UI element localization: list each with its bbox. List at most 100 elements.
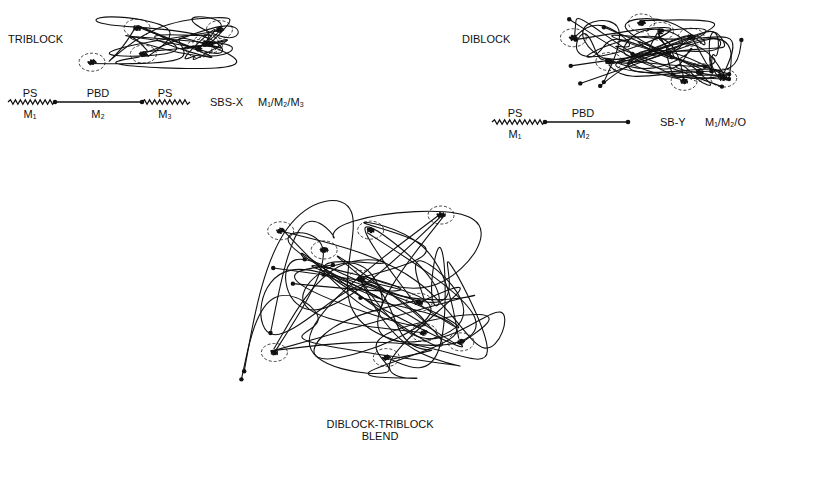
ps-segment [658,30,663,34]
ps-block [8,100,55,104]
ps-segment [606,59,611,65]
ps-segment [606,60,612,64]
ps-segment [420,331,428,335]
chain-end [598,84,602,88]
triblock-network [79,17,238,71]
ps-segment [276,229,284,232]
pbd-chain [88,38,236,68]
ps-domain [268,222,294,240]
ps-domain [671,72,697,90]
sample-code: SBS-X [210,96,243,108]
ps-segment [417,300,421,305]
chain-end [569,64,573,68]
chain-end [268,331,272,335]
ps-segment [88,60,97,64]
ps-segment [681,79,688,83]
ps-domain [711,69,737,87]
ps-segment [416,300,421,306]
ps-segment [658,29,664,33]
chain-end [291,281,295,285]
ps-segment [382,356,390,360]
ps-domain [428,206,454,224]
ps-segment [688,35,694,40]
block-mass: M₃ [158,108,172,120]
chain-end [630,52,634,56]
pbd-chain [281,228,424,333]
chain-end [331,263,335,267]
ps-segment [457,340,464,344]
ps-segment [216,28,224,32]
ps-segment [437,213,445,216]
ps-domain [629,14,655,32]
ps-segment [369,228,373,233]
ps-segment [357,278,365,281]
ps-domain [197,35,223,53]
ps-segment [277,229,284,233]
chain-end [271,266,275,270]
sample-masses: M₁/M₂/M₃ [258,96,304,108]
ps-segment [457,340,465,344]
chain-end [358,296,362,300]
ps-segment [682,78,687,84]
chain-schematic [8,100,630,125]
ps-segment [606,59,612,64]
ps-domain [348,270,374,288]
ps-segment [134,26,140,31]
block-name: PS [23,87,38,99]
ps-segment [658,29,663,33]
block-name: PBD [572,107,595,119]
junction-dot [543,120,548,125]
ps-segment [215,28,223,32]
ps-segment [88,60,96,64]
ps-segment [721,76,727,81]
ps-segment [722,76,725,81]
pbd-block [55,101,142,102]
ps-segment [368,228,374,233]
block-mass: M₁ [24,108,37,120]
ps-segment [571,36,576,40]
ps-segment [689,35,694,39]
ps-domain [648,22,674,40]
pbd-chain [576,27,671,59]
ps-segment [384,355,388,359]
chain-end [578,81,582,85]
ps-segment [134,26,140,30]
ps-segment [271,351,277,355]
ps-domain [261,343,287,361]
ps-segment [320,248,329,252]
block-mass: M₂ [91,108,104,120]
ps-domain [678,28,704,46]
ps-segment [637,21,646,25]
chain-end [239,377,243,381]
pbd-block [545,121,628,122]
ps-domain [687,63,713,81]
ps-segment [458,340,464,344]
ps-segment [197,46,200,51]
ps-segment [416,300,422,305]
chain-end [727,72,731,76]
pbd-chain [273,268,431,359]
ps-segment [720,76,727,80]
ps-segment [207,42,214,46]
pbd-chain [138,27,212,57]
ps-segment [197,46,201,50]
block-mass: M₁ [509,128,522,140]
block-name: PBD [87,87,110,99]
ps-domain [596,53,622,71]
ps-block [492,120,545,124]
ps-segment [321,248,328,252]
ps-segment [421,331,428,335]
junction-dot [53,100,58,105]
ps-segment [368,227,372,233]
pbd-chain [632,31,674,59]
ps-domain [560,29,586,47]
ps-domain [311,241,337,259]
ps-segment [382,356,390,360]
ps-segment [141,52,147,57]
ps-block [142,100,190,104]
pbd-chain [96,17,223,57]
ps-domain [186,40,212,58]
figure-caption: DIBLOCK-TRIBLOCK BLEND [315,418,445,442]
ps-domain [406,293,432,311]
